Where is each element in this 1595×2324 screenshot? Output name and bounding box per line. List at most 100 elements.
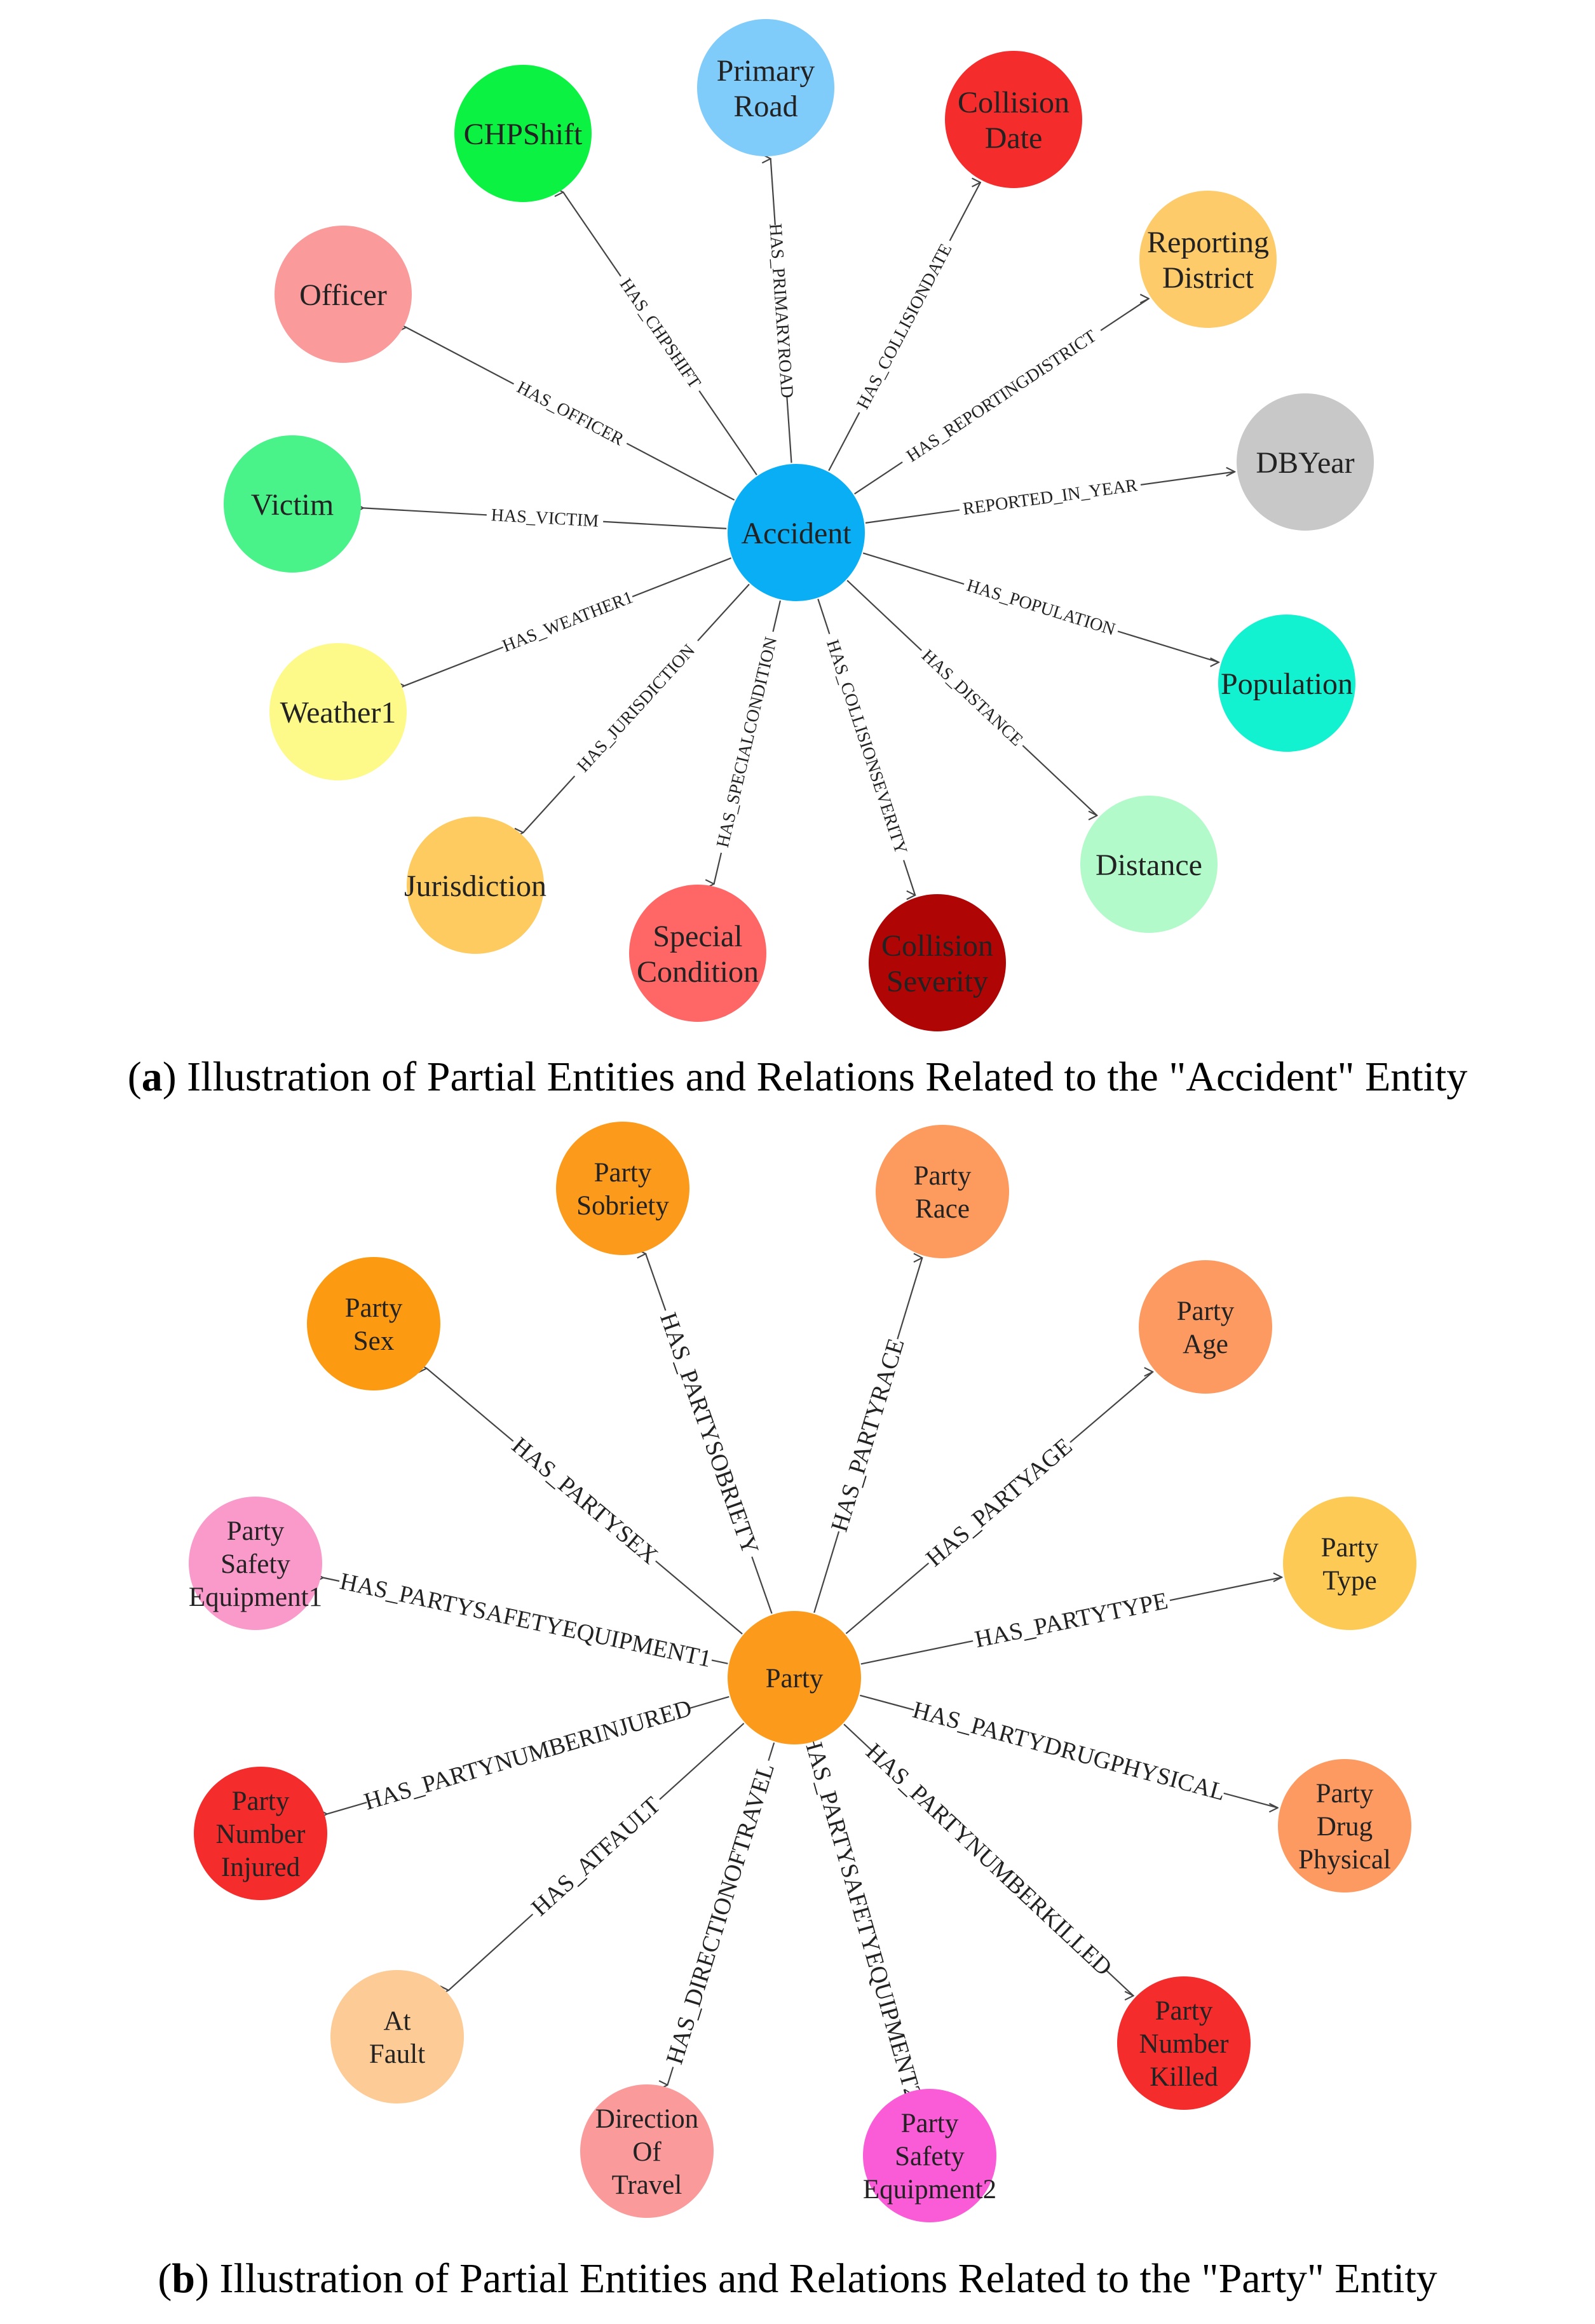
edge-label-bg bbox=[710, 629, 781, 855]
edge-label-bg bbox=[919, 1430, 1077, 1572]
edge-label-chpshift: HAS_CHPSHIFT bbox=[616, 275, 705, 392]
edge-label-bg bbox=[506, 1429, 665, 1569]
edge-label-bg bbox=[958, 473, 1142, 518]
edge-label-reporting-district: HAS_REPORTINGDISTRICT bbox=[903, 326, 1100, 466]
edge-label-bg bbox=[822, 630, 914, 863]
node-distance bbox=[1080, 796, 1218, 933]
edge-label-weather1: HAS_WEATHER1 bbox=[499, 587, 635, 656]
edge-label-officer: HAS_OFFICER bbox=[513, 377, 627, 450]
edge-label-party-number-killed: HAS_PARTYNUMBERKILLED bbox=[861, 1738, 1117, 1981]
node-party-number-injured bbox=[194, 1767, 327, 1900]
edge-label-at-fault: HAS_ATFAULT bbox=[526, 1791, 665, 1921]
node-at-fault bbox=[330, 1970, 464, 2103]
edge-label-bg bbox=[499, 586, 635, 655]
edge-label-bg bbox=[970, 1586, 1172, 1652]
edge-label-bg bbox=[911, 1695, 1228, 1804]
node-collision-date bbox=[945, 51, 1082, 188]
node-party-age bbox=[1139, 1260, 1272, 1394]
node-label-population: Population bbox=[1221, 667, 1353, 701]
edge-label-bg bbox=[767, 224, 798, 397]
node-label-party: Party bbox=[766, 1664, 824, 1694]
node-label-dbyear: DBYear bbox=[1256, 446, 1354, 480]
edge-label-party-type: HAS_PARTYTYPE bbox=[972, 1587, 1170, 1653]
edge-label-jurisdiction: HAS_JURISDICTION bbox=[573, 641, 699, 776]
edge-label-special-condition: HAS_SPECIALCONDITION bbox=[713, 635, 781, 849]
edge-label-collision-severity: HAS_COLLISIONSEVERITY bbox=[822, 637, 911, 857]
edge-label-direction-of-travel: HAS_DIRECTIONOFTRAVEL bbox=[661, 1760, 780, 2068]
node-population bbox=[1218, 615, 1355, 752]
node-party-type bbox=[1283, 1497, 1416, 1630]
node-label-jurisdiction: Jurisdiction bbox=[404, 869, 546, 903]
edge-label-bg bbox=[658, 1756, 778, 2070]
edge-label-distance: HAS_DISTANCE bbox=[918, 646, 1026, 750]
node-label-weather1: Weather1 bbox=[280, 696, 397, 730]
node-reporting-district bbox=[1139, 191, 1277, 328]
node-party-sex bbox=[307, 1257, 440, 1390]
node-label-distance: Distance bbox=[1096, 848, 1202, 882]
edge-label-bg bbox=[824, 1335, 907, 1535]
edge-label-collision-date: HAS_COLLISIONDATE bbox=[853, 241, 956, 412]
edge-label-primary-road: HAS_PRIMARYROAD bbox=[765, 223, 797, 399]
edge-label-dbyear: REPORTED_IN_YEAR bbox=[961, 475, 1139, 519]
node-jurisdiction bbox=[407, 817, 544, 954]
edge-label-party-sex: HAS_PARTYSEX bbox=[506, 1432, 663, 1570]
edge-label-bg bbox=[510, 374, 632, 451]
edge-label-bg bbox=[614, 269, 709, 395]
node-party bbox=[728, 1611, 861, 1744]
edge-label-bg bbox=[916, 642, 1031, 751]
node-party-safety-equipment2 bbox=[863, 2089, 996, 2222]
node-accident bbox=[728, 464, 865, 601]
edge-label-bg bbox=[655, 1305, 766, 1561]
node-special-condition bbox=[629, 885, 766, 1022]
node-collision-severity bbox=[869, 894, 1006, 1031]
node-weather1 bbox=[269, 643, 407, 780]
edge-label-population: HAS_POPULATION bbox=[965, 576, 1118, 640]
edge-label-party-age: HAS_PARTYAGE bbox=[921, 1433, 1077, 1572]
edge-label-bg bbox=[850, 235, 957, 416]
node-primary-road bbox=[697, 19, 834, 156]
node-label-victim: Victim bbox=[251, 488, 334, 522]
node-label-accident: Accident bbox=[741, 517, 852, 550]
edge-label-bg bbox=[522, 1788, 667, 1922]
node-dbyear bbox=[1237, 393, 1374, 531]
edge-label-bg bbox=[896, 321, 1105, 469]
node-chpshift bbox=[454, 65, 592, 202]
edge-label-bg bbox=[337, 1566, 715, 1671]
caption-a: (a) Illustration of Partial Entities and… bbox=[128, 1054, 1468, 1100]
edge-label-bg bbox=[486, 504, 604, 529]
edge-label-bg bbox=[362, 1694, 693, 1812]
edge-label-party-sobriety: HAS_PARTYSOBRIETY bbox=[655, 1309, 764, 1558]
node-party-sobriety bbox=[556, 1122, 689, 1255]
node-label-officer: Officer bbox=[299, 278, 387, 312]
node-party-number-killed bbox=[1117, 1976, 1251, 2110]
edge-label-party-drug-physical: HAS_PARTYDRUGPHYSICAL bbox=[910, 1696, 1228, 1805]
node-party-safety-equipment1 bbox=[189, 1497, 322, 1630]
edge-label-bg bbox=[799, 1729, 928, 2102]
node-label-chpshift: CHPShift bbox=[464, 118, 583, 151]
edge-label-party-safety-equipment1: HAS_PARTYSAFETYEQUIPMENT1 bbox=[337, 1568, 714, 1673]
edge-label-bg bbox=[961, 573, 1122, 639]
edge-label-bg bbox=[864, 1739, 1116, 1978]
edge-label-victim: HAS_VICTIM bbox=[491, 505, 599, 531]
accident-entity-diagram: HAS_PRIMARYROAD HAS_COLLISIONDATEHAS_REPO… bbox=[224, 19, 1374, 1031]
edge-label-bg bbox=[566, 633, 703, 782]
edge-label-party-race: HAS_PARTYRACE bbox=[826, 1335, 910, 1535]
